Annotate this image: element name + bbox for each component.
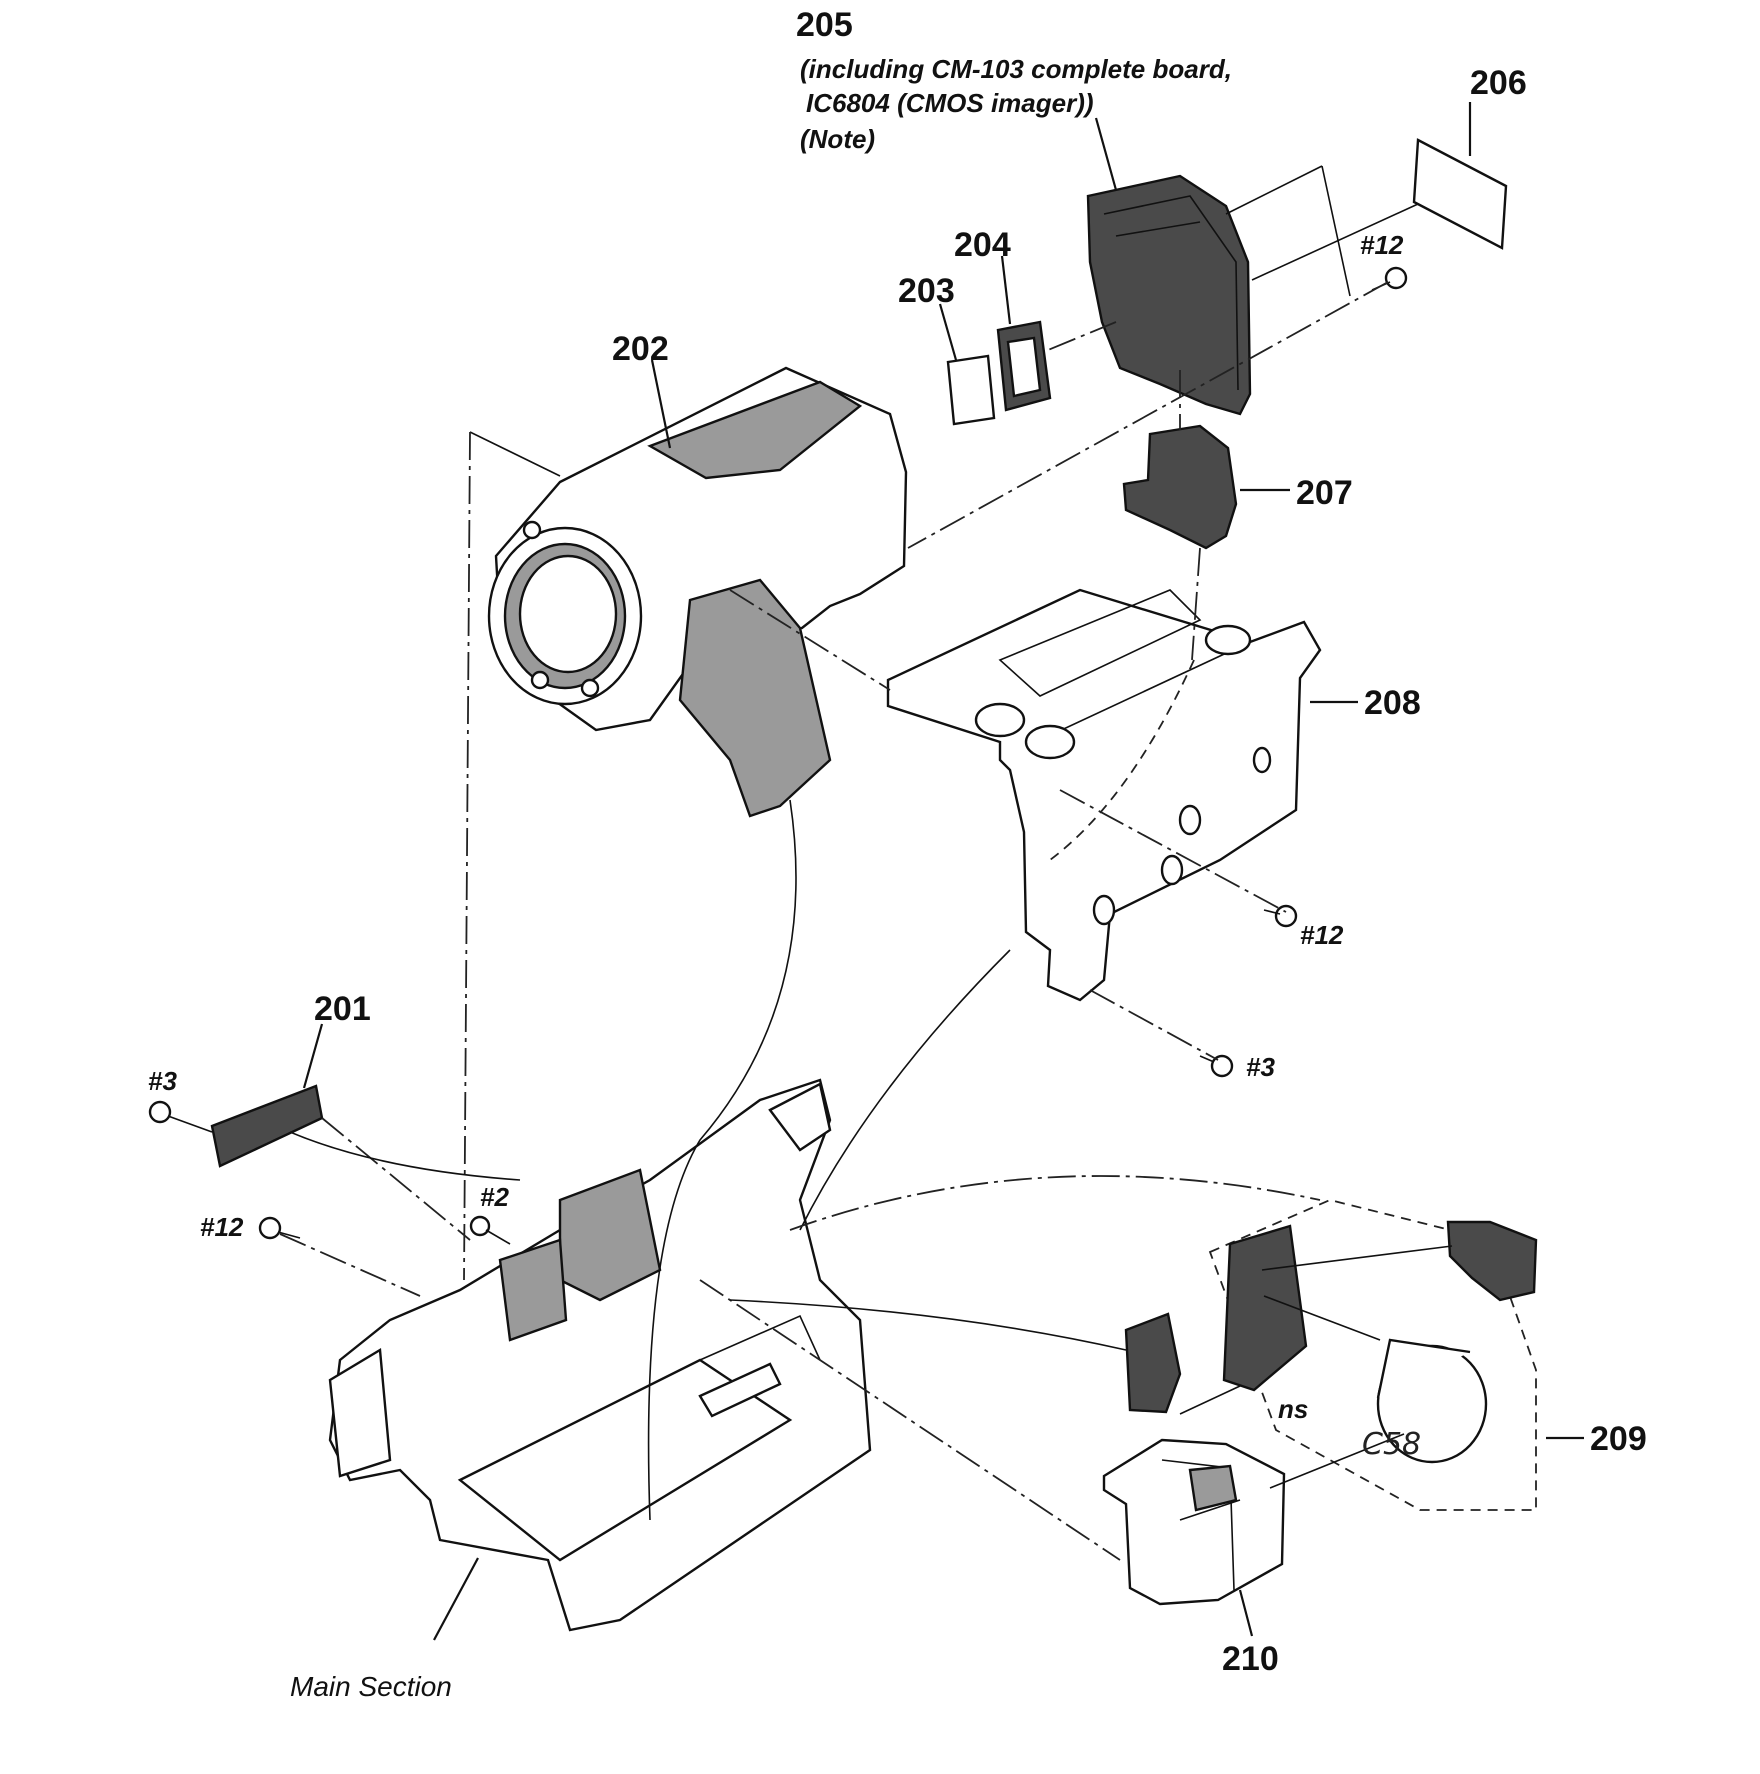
callout-202: 202 <box>612 330 669 368</box>
callout-203: 203 <box>898 272 955 310</box>
screw-2-left <box>469 1215 511 1245</box>
screw-label-12-top: #12 <box>1360 230 1404 260</box>
part-204-gasket <box>996 255 1052 412</box>
c58-handwritten-label: C58 <box>1362 1427 1421 1462</box>
main-section-chassis <box>328 431 1011 1641</box>
part-203-plate <box>938 303 996 426</box>
part-210-holder <box>1102 1433 1405 1637</box>
callout-210: 210 <box>1222 1640 1279 1678</box>
callout-208: 208 <box>1364 684 1421 722</box>
part-206-filter-sheet <box>1412 102 1508 250</box>
screw-label-12-mid: #12 <box>1300 920 1344 950</box>
note-205-line1: (including CM-103 complete board, <box>800 54 1232 84</box>
callout-204: 204 <box>954 226 1011 264</box>
screw-3-right <box>1199 1054 1234 1078</box>
part-209-group <box>1124 1199 1584 1511</box>
screw-12-top <box>1371 266 1408 291</box>
part-201-board <box>210 1023 324 1168</box>
screw-3-left <box>148 1100 213 1133</box>
screw-label-2-left: #2 <box>480 1182 509 1212</box>
part-208-bracket <box>886 588 1358 1002</box>
part-207-flex-connector <box>1122 424 1290 550</box>
screw-12-mid <box>1263 904 1298 928</box>
assembly-lines-upper <box>729 281 1389 1061</box>
part-205-imager-block <box>1086 117 1419 416</box>
screw-label-12-left: #12 <box>200 1212 244 1242</box>
callout-209: 209 <box>1590 1420 1647 1458</box>
callout-201: 201 <box>314 990 371 1028</box>
note-205-line2: IC6804 (CMOS imager)) <box>806 88 1094 118</box>
ns-label: ns <box>1278 1394 1308 1424</box>
assembly-lines-lower <box>279 1117 1321 1561</box>
screw-label-3-left: #3 <box>148 1066 177 1096</box>
callout-205: 205 <box>796 6 853 44</box>
callout-206: 206 <box>1470 64 1527 102</box>
screw-12-left <box>258 1216 301 1240</box>
callout-207: 207 <box>1296 474 1353 512</box>
part-202-lens-block <box>469 359 908 818</box>
screw-label-3-right: #3 <box>1246 1052 1275 1082</box>
main-section-label: Main Section <box>290 1671 452 1702</box>
note-205-line3: (Note) <box>800 124 875 154</box>
